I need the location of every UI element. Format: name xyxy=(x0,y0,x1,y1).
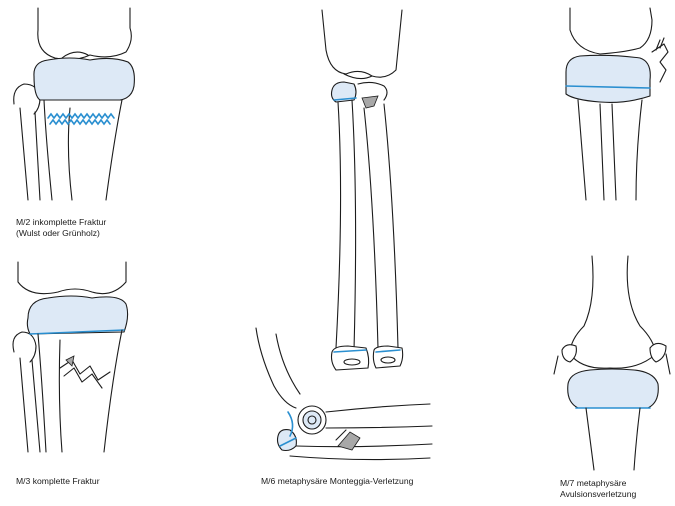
m2-buckle-line xyxy=(48,114,114,118)
caption-m7-line2: Avulsionsverletzung xyxy=(560,489,636,500)
caption-m3-line1: M/3 komplette Fraktur xyxy=(16,476,100,487)
m7-knee-top-drawing xyxy=(566,8,668,200)
m2-incomplete-fracture-drawing xyxy=(14,8,135,200)
m6-forearm-drawing xyxy=(322,10,403,370)
caption-m2-line1: M/2 inkomplette Fraktur xyxy=(16,217,106,228)
caption-m2-line2: (Wulst oder Grünholz) xyxy=(16,228,106,239)
caption-m7-line1: M/7 metaphysäre xyxy=(560,478,636,489)
m7-bottom-epiphysis xyxy=(568,369,659,408)
m7-knee-bottom-drawing xyxy=(554,256,670,470)
caption-m3: M/3 komplette Fraktur xyxy=(16,476,100,487)
caption-m2: M/2 inkomplette Fraktur (Wulst oder Grün… xyxy=(16,217,106,239)
m3-fragment xyxy=(66,356,74,366)
m6-ulna-fragment xyxy=(362,96,378,108)
caption-m7: M/7 metaphysäre Avulsionsverletzung xyxy=(560,478,636,500)
caption-m6-line1: M/6 metaphysäre Monteggia-Verletzung xyxy=(261,476,413,487)
caption-m6: M/6 metaphysäre Monteggia-Verletzung xyxy=(261,476,413,487)
m3-complete-fracture-drawing xyxy=(13,262,128,452)
m2-epiphysis xyxy=(34,58,134,100)
m3-epiphysis xyxy=(27,296,127,334)
m7-top-epiphysis xyxy=(566,55,650,102)
